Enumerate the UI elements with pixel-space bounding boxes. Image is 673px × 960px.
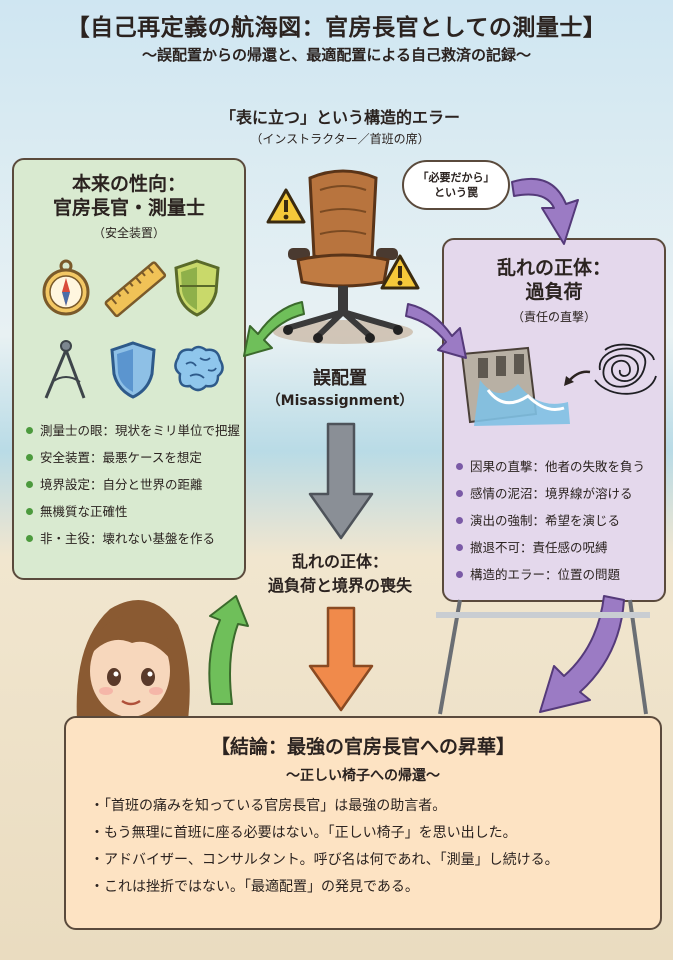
misassignment-label: 誤配置 xyxy=(313,368,367,389)
thought-bubble-line: という罠 xyxy=(434,186,478,199)
list-item: 構造的エラー：位置の問題 xyxy=(456,566,645,583)
list-item: 安全装置：最悪ケースを想定 xyxy=(26,449,240,466)
left-panel-title-1: 本来の性向： xyxy=(71,173,186,195)
shield-icon xyxy=(174,259,220,317)
list-item: アドバイザー、コンサルタント。呼び名は何であれ、「測量」し続ける。 xyxy=(90,851,660,869)
right-panel-title-1: 乱れの正体： xyxy=(496,257,611,279)
list-item: もう無理に首班に座る必要はない。「正しい椅子」を思い出した。 xyxy=(90,824,660,842)
right-bullet-list: 因果の直撃：他者の失敗を負う 感情の泥沼：境界線が溶ける 演出の強制：希望を演じ… xyxy=(456,458,645,593)
arrow-down-gray xyxy=(308,422,374,540)
arrow-purple-to-right-panel xyxy=(405,303,467,359)
list-item: 無機質な正確性 xyxy=(26,503,240,520)
list-item: 撤退不可：責任感の呪縛 xyxy=(456,539,645,556)
mid-caption-1: 乱れの正体： xyxy=(291,552,388,571)
warning-icon xyxy=(380,254,420,290)
ruler-icon xyxy=(104,261,167,318)
right-panel-title-2: 過負荷 xyxy=(525,281,583,303)
arrow-purple-bubble-curve xyxy=(511,177,579,245)
page-subtitle: 〜誤配置からの帰還と、最適配置による自己救済の記録〜 xyxy=(142,46,531,64)
misassignment-label-en: （Misassignment） xyxy=(266,393,414,409)
warning-icon xyxy=(266,188,306,224)
conclusion-panel: 【結論：最強の官房長官への昇華】 〜正しい椅子への帰還〜 「首班の痛みを知ってい… xyxy=(64,716,662,930)
page-title: 【自己再定義の航海図：官房長官としての測量士】 xyxy=(66,15,607,41)
list-item: 因果の直撃：他者の失敗を負う xyxy=(456,458,645,475)
thought-bubble-line: 「必要だから」 xyxy=(417,171,495,184)
office-chair-illustration xyxy=(273,169,413,344)
arrow-green-up xyxy=(208,595,249,705)
structural-error-label: 「表に立つ」という構造的エラー xyxy=(219,108,460,127)
divider-tool-icon xyxy=(44,340,86,399)
structural-error-sub: （インストラクター／首班の席） xyxy=(250,132,430,146)
arrow-green-to-left-panel xyxy=(243,301,305,357)
shield-icon xyxy=(110,341,156,399)
list-item: 感情の泥沼：境界線が溶ける xyxy=(456,485,645,502)
brain-icon xyxy=(174,345,224,392)
tangled-thread-icon xyxy=(594,343,657,395)
compass-icon xyxy=(42,259,90,316)
right-panel: 乱れの正体： 過負荷 （責任の直撃） 因果の直撃：他者の失敗を負う 感情の泥沼：… xyxy=(442,238,666,602)
thought-bubble: 「必要だから」 という罠 xyxy=(402,160,510,210)
left-panel-subtitle: （安全装置） xyxy=(92,226,165,240)
list-item: 測量士の眼：現状をミリ単位で把握 xyxy=(26,422,240,439)
dam-icon xyxy=(460,346,570,426)
left-panel-title-2: 官房長官・測量士 xyxy=(52,197,205,219)
arrow-purple-down-to-bottom xyxy=(539,595,625,713)
mid-caption-2: 過負荷と境界の喪失 xyxy=(267,576,412,595)
conclusion-title: 【結論：最強の官房長官への昇華】 xyxy=(210,736,515,758)
list-item: 非・主役：壊れない基盤を作る xyxy=(26,530,240,547)
conclusion-subtitle: 〜正しい椅子への帰還〜 xyxy=(286,768,440,784)
small-arrow-icon xyxy=(564,370,591,386)
conclusion-list: 「首班の痛みを知っている官房長官」は最強の助言者。 もう無理に首班に座る必要はな… xyxy=(90,797,660,896)
list-item: これは挫折ではない。「最適配置」の発見である。 xyxy=(90,878,660,896)
left-icon-grid: 測量士の眼：現状をミリ単位で把握 安全装置：最悪ケースを想定 境界設定：自分と世… xyxy=(22,254,240,576)
list-item: 境界設定：自分と世界の距離 xyxy=(26,476,240,493)
arrow-down-orange xyxy=(308,606,374,712)
left-panel: 本来の性向： 官房長官・測量士 （安全装置） xyxy=(12,158,246,580)
whiteboard-stand xyxy=(436,599,650,715)
left-bullet-list: 測量士の眼：現状をミリ単位で把握 安全装置：最悪ケースを想定 境界設定：自分と世… xyxy=(26,422,240,557)
right-panel-subtitle: （責任の直撃） xyxy=(511,310,596,324)
list-item: 「首班の痛みを知っている官房長官」は最強の助言者。 xyxy=(90,797,660,815)
list-item: 演出の強制：希望を演じる xyxy=(456,512,645,529)
